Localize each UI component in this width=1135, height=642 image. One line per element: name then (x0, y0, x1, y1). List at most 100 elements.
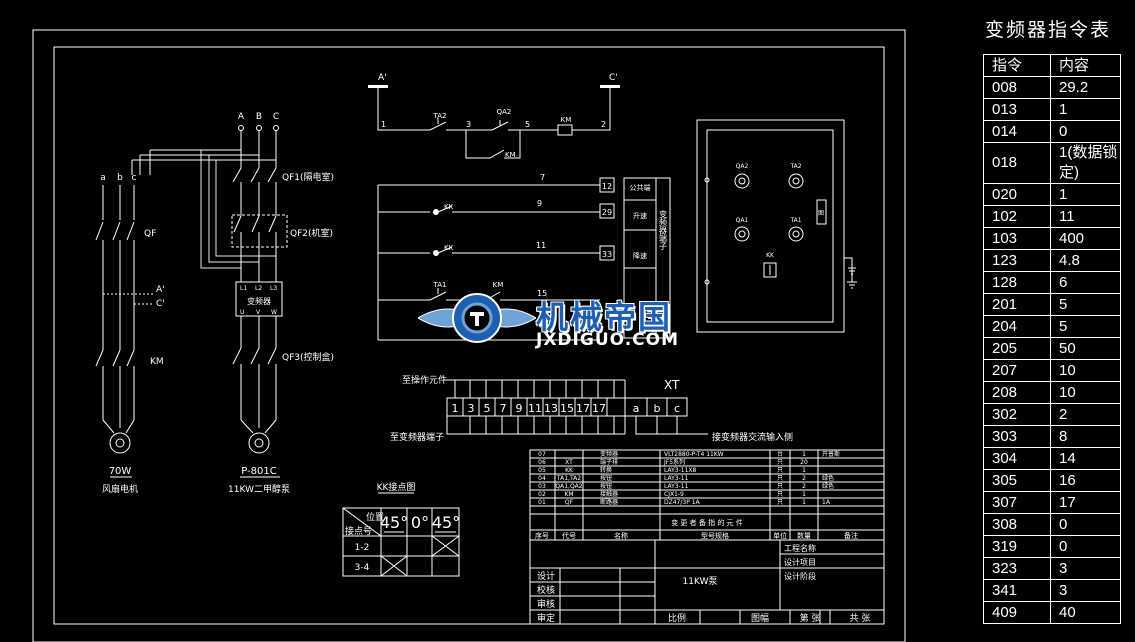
bom-cell: 只 (777, 475, 783, 482)
bom-cell: LAY3-11 (664, 475, 689, 482)
command-value: 0 (1050, 535, 1121, 558)
pump-motor-name: 11KW二甲醇泵 (228, 483, 290, 495)
bom-h-note: 备注 (844, 531, 858, 540)
terminal-cell: 3 (468, 402, 475, 415)
command-value: 1 (1050, 183, 1121, 206)
bom-cell: 只 (777, 491, 783, 498)
term-33: 33 (602, 250, 612, 259)
tb-design-item: 设计项目 (784, 557, 816, 567)
command-code: 208 (983, 381, 1051, 404)
qf1-label: QF1(隔电室) (282, 171, 334, 183)
node-3: 3 (466, 120, 471, 129)
title-block: 设计 校核 审核 审定 工程名称 设计项目 设计阶段 11KW泵 比例 图幅 第… (530, 540, 884, 624)
kk-pos-label: 位置 (366, 511, 384, 523)
terminal-cell: 15 (560, 402, 574, 415)
bom-cell: DZ47/3P 1A (664, 499, 701, 506)
command-code: 304 (983, 447, 1051, 470)
km-coil-label: KM (561, 116, 572, 124)
bom-cell: 2 (802, 483, 806, 490)
bom-h-unit: 单位 (773, 531, 787, 540)
vfd-terminal-label: 变频器端子 (659, 209, 668, 250)
command-code: 201 (983, 293, 1051, 316)
command-value: 3 (1050, 579, 1121, 602)
node-1: 1 (381, 120, 386, 129)
pump-motor-symbol (248, 432, 270, 454)
fan-phase-a: a (100, 173, 106, 183)
label-speed-up: 升速 (633, 211, 647, 220)
command-value: 5 (1050, 293, 1121, 316)
bom-cell: 02 (538, 491, 546, 498)
bom-cell: 1 (802, 499, 806, 506)
phase-c-label: C (273, 112, 279, 122)
command-value: 5 (1050, 315, 1121, 338)
power-circuit: A B C QF1(隔电室) QF2(机室) a b c QF A' C' KM (95, 112, 334, 495)
kk-contact-table: KK接点图 位置 接点号 45° 0° 45° 1-2 3-4 (342, 481, 460, 577)
terminal-cell: 5 (484, 402, 491, 415)
label-common: 公共端 (630, 183, 651, 192)
bom-cell: 接触器 (600, 490, 618, 498)
bom-table (529, 449, 885, 625)
bom-cell: QA1,QA2 (555, 483, 582, 490)
fan-phase-c: c (132, 173, 137, 183)
bom-cell: LAY3-11X8 (664, 467, 697, 474)
bom-cell: QF (565, 499, 574, 506)
command-table-title: 变频器指令表 (985, 19, 1112, 41)
label-speed-down: 降速 (633, 251, 647, 260)
tb-page: 第 张 (800, 612, 821, 624)
to-operating-label: 至操作元件 (402, 374, 447, 386)
terminal-cell: 13 (544, 402, 558, 415)
command-value: 1(数据锁定) (1050, 142, 1121, 184)
command-value: 29.2 (1050, 76, 1121, 99)
tb-design-stage: 设计阶段 (784, 571, 816, 581)
panel-qa2: QA2 (736, 163, 749, 170)
bom-cell: CJX1-9 (664, 491, 684, 498)
command-value: 3 (1050, 557, 1121, 580)
command-table-header: 指令内容 (983, 54, 1121, 77)
terminal-cell: 17 (576, 402, 590, 415)
w-label: W (271, 309, 277, 316)
bom-cell: 06 (538, 459, 546, 466)
command-value: 10 (1050, 359, 1121, 382)
tb-approve: 审定 (537, 612, 555, 624)
node-2: 2 (601, 120, 606, 129)
bom-cell: TA1,TA2 (556, 475, 581, 482)
command-code: 123 (983, 249, 1051, 272)
bom-cell: 1 (802, 491, 806, 498)
command-code: 207 (983, 359, 1051, 382)
km-label: KM (150, 357, 164, 367)
command-value: 400 (1050, 227, 1121, 250)
bom-cell: 绿色 (822, 474, 834, 482)
command-value: 40 (1050, 601, 1121, 624)
bom-cell: KK (565, 467, 574, 474)
terminal-cell: 17 (592, 402, 606, 415)
bom-h-no: 序号 (535, 531, 549, 540)
tb-review: 审核 (537, 598, 555, 610)
command-code: 128 (983, 271, 1051, 294)
terminal-cell: 11 (528, 402, 542, 415)
tb-design: 设计 (537, 570, 555, 582)
tb-check: 校核 (537, 584, 555, 596)
fan-a-prime: A' (156, 285, 165, 295)
command-value: 14 (1050, 447, 1121, 470)
bom-cell: 台 (777, 450, 783, 458)
bom-cell: 变频器 (600, 450, 618, 458)
to-vfd-label: 至变频器端子 (390, 431, 444, 443)
command-header-cell: 指令 (983, 54, 1051, 77)
bom-h-spec: 型号规格 (701, 531, 729, 540)
phase-a-label: A (238, 112, 245, 122)
command-code: 409 (983, 601, 1051, 624)
l3-label: L3 (270, 285, 277, 292)
v-label: V (256, 309, 261, 316)
u-label: U (240, 309, 244, 316)
